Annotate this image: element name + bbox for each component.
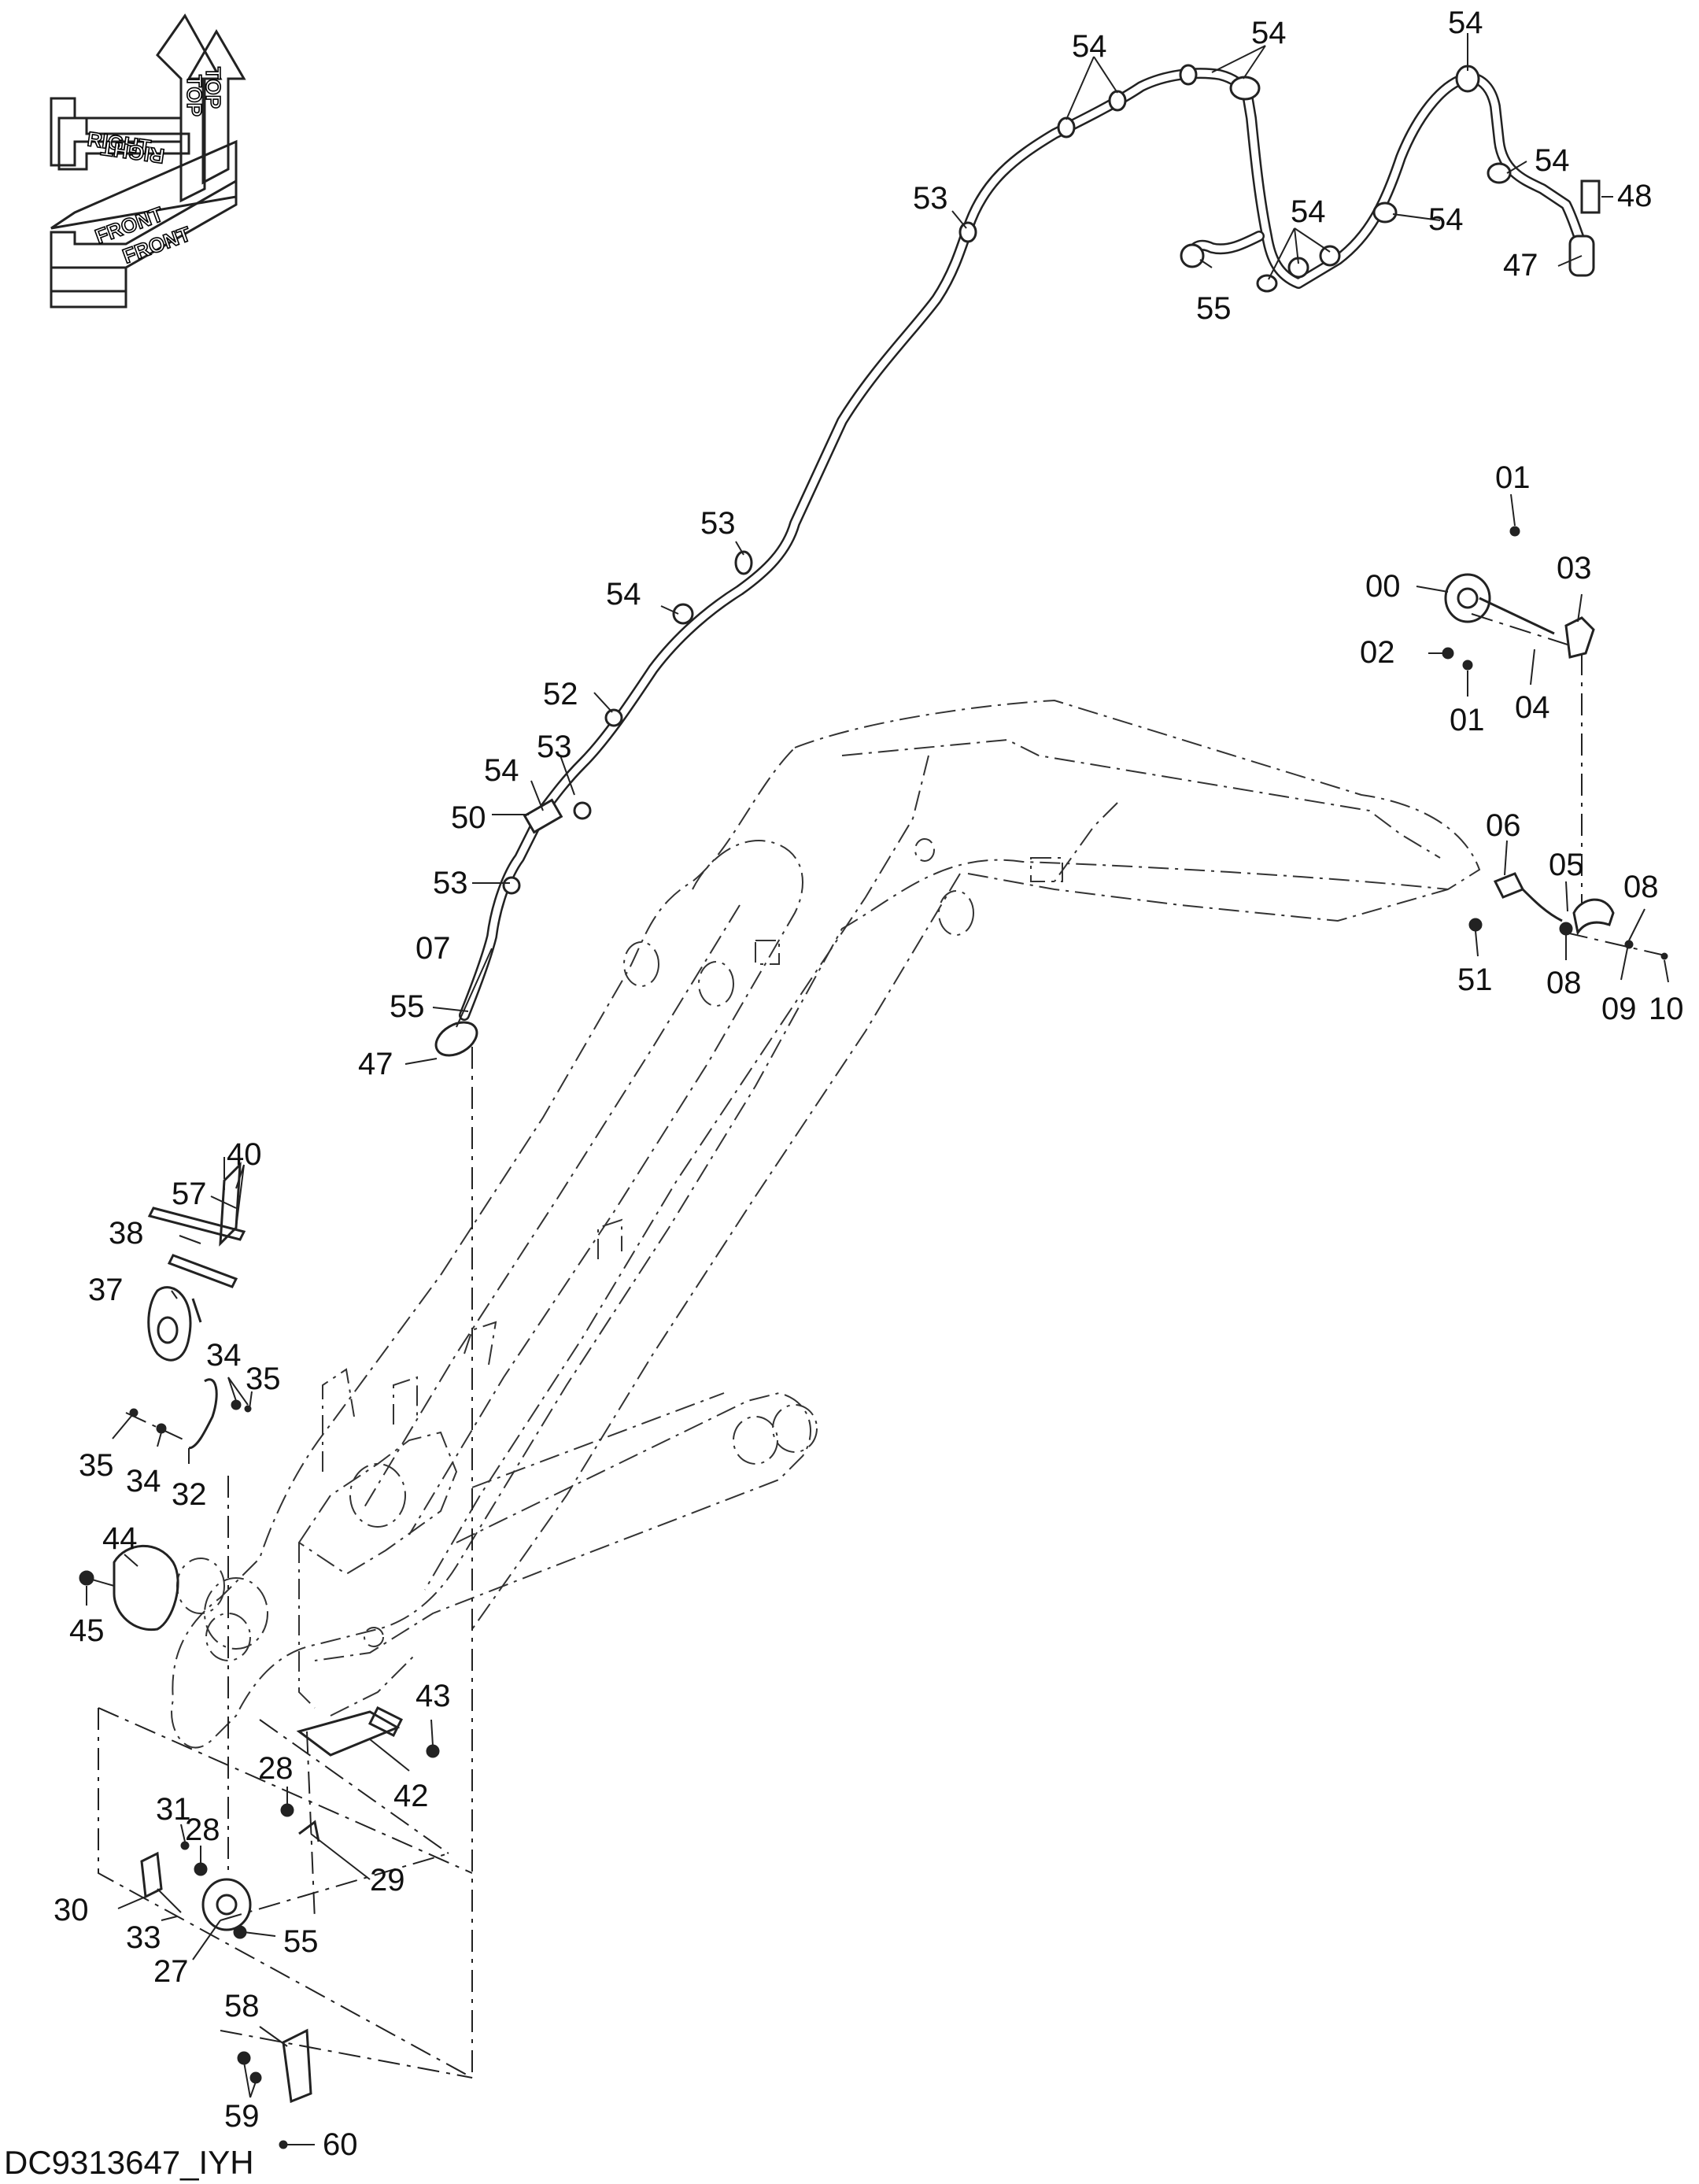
orientation-top-label-mirror: TOP — [183, 75, 206, 116]
wire-harness — [434, 64, 1601, 1057]
callout-label: 53 — [913, 181, 948, 216]
callout-label: 42 — [393, 1779, 429, 1813]
callout-label: 38 — [109, 1216, 144, 1251]
drawing-reference: DC9313647_IYH — [4, 2144, 254, 2181]
callout-label: 50 — [451, 800, 486, 835]
callout-label: 54 — [1291, 194, 1326, 229]
callout-label: 03 — [1557, 551, 1592, 586]
callout-label: 08 — [1623, 870, 1659, 904]
callout-label: 10 — [1649, 992, 1684, 1026]
callout-label: 35 — [246, 1362, 281, 1396]
orientation-right-label-mirror: RIGHT — [99, 136, 165, 168]
callout-label: 33 — [126, 1920, 161, 1955]
leader-lines — [86, 33, 1669, 2145]
callout-label: 28 — [258, 1751, 294, 1786]
callout-label: 54 — [1448, 6, 1483, 40]
callout-label: 47 — [1503, 248, 1538, 283]
callout-label: 59 — [224, 2099, 260, 2134]
callout-label: 04 — [1515, 690, 1550, 725]
orientation-top-label: TOP — [201, 67, 225, 109]
sensor-assembly-foot — [79, 1047, 473, 2149]
callout-labels: 54 54 54 54 48 53 54 54 47 55 01 53 00 0… — [54, 6, 1684, 2162]
callout-label: 28 — [185, 1813, 220, 1847]
callout-label: 02 — [1360, 635, 1395, 670]
callout-label: 44 — [102, 1521, 138, 1556]
callout-label: 29 — [370, 1863, 405, 1898]
callout-label: 05 — [1549, 848, 1584, 882]
callout-label: 55 — [390, 989, 425, 1024]
sensor-assembly-top — [1442, 526, 1669, 960]
callout-label: 54 — [1535, 143, 1570, 178]
callout-label: 58 — [224, 1989, 260, 2023]
callout-label: 07 — [416, 931, 451, 966]
callout-label: 00 — [1365, 569, 1401, 604]
callout-label: 01 — [1495, 460, 1531, 495]
callout-label: 32 — [172, 1477, 207, 1512]
callout-label: 53 — [537, 730, 572, 764]
callout-label: 08 — [1546, 966, 1582, 1000]
callout-label: 53 — [700, 506, 736, 541]
callout-label: 54 — [484, 753, 519, 788]
callout-label: 34 — [206, 1338, 242, 1373]
callout-label: 54 — [1428, 202, 1464, 237]
callout-label: 31 — [156, 1792, 191, 1827]
orientation-icon: TOP TOP RIGHT RIGHT FRONT FRONT — [50, 13, 246, 309]
callout-label: 51 — [1457, 963, 1493, 997]
callout-label: 35 — [79, 1448, 114, 1483]
callout-label: 40 — [227, 1137, 262, 1172]
callout-label: 55 — [283, 1924, 319, 1959]
callout-label: 54 — [606, 577, 641, 612]
callout-label: 30 — [54, 1893, 89, 1927]
callout-label: 27 — [153, 1954, 189, 1989]
callout-label: 43 — [416, 1679, 451, 1713]
callout-label: 60 — [323, 2127, 358, 2162]
callout-label: 57 — [172, 1177, 207, 1211]
callout-label: 37 — [88, 1273, 124, 1307]
callout-label: 47 — [358, 1047, 393, 1081]
callout-label: 54 — [1251, 16, 1287, 50]
callout-label: 54 — [1072, 29, 1107, 64]
callout-label: 52 — [543, 677, 578, 711]
callout-label: 53 — [433, 866, 468, 900]
callout-label: 48 — [1617, 179, 1653, 213]
callout-label: 01 — [1450, 703, 1485, 737]
callout-label: 06 — [1486, 808, 1521, 843]
callout-label: 45 — [69, 1613, 105, 1648]
callout-label: 34 — [126, 1464, 161, 1498]
callout-label: 09 — [1601, 992, 1637, 1026]
boom-outline — [171, 699, 1481, 1749]
callout-label: 55 — [1196, 291, 1232, 326]
